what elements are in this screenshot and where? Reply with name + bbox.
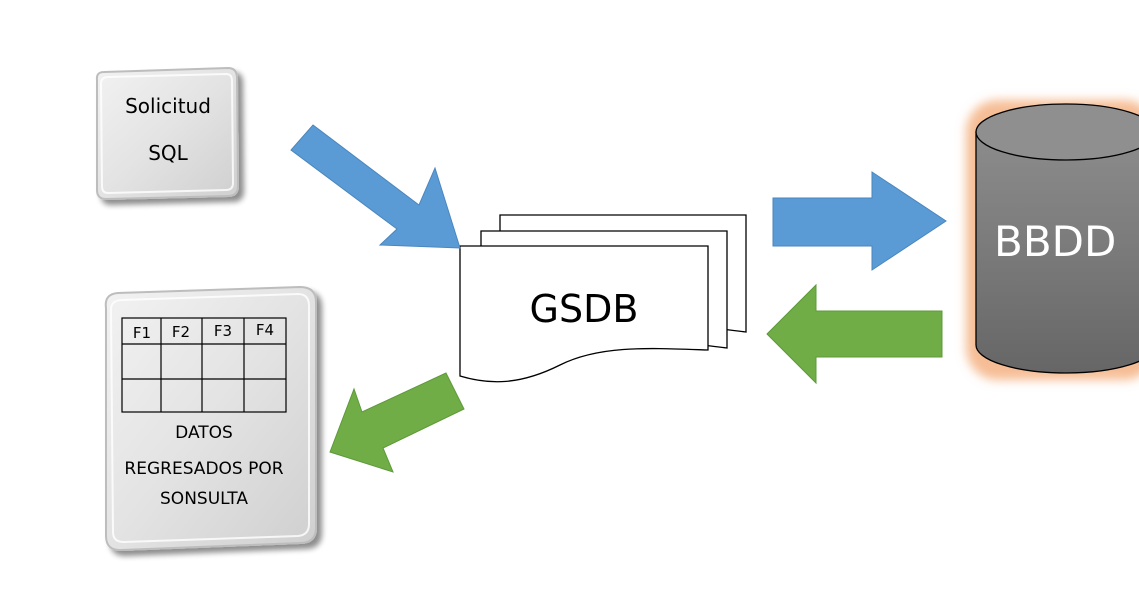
arrow-gsdb-to-bbdd <box>772 171 947 271</box>
result-caption-line1: DATOS <box>175 423 233 443</box>
arrow-request-to-gsdb <box>290 124 461 249</box>
database-cylinder <box>975 103 1139 374</box>
arrow-gsdb-to-result <box>329 372 465 473</box>
result-card <box>104 285 317 552</box>
arrow-bbdd-to-gsdb <box>766 283 943 385</box>
result-table <box>121 317 287 413</box>
result-caption-line3: SONSULTA <box>160 489 248 509</box>
table-header-f4: F4 <box>256 321 274 339</box>
request-card-line1: Solicitud <box>125 94 211 118</box>
request-card <box>95 66 240 201</box>
gsdb-documents <box>459 214 747 383</box>
result-caption-line2: REGRESADOS POR <box>124 459 283 479</box>
request-card-line2: SQL <box>148 141 188 165</box>
table-header-f2: F2 <box>172 323 190 341</box>
gsdb-label: GSDB <box>530 287 639 331</box>
database-label: BBDD <box>994 217 1116 266</box>
table-header-f1: F1 <box>133 324 151 342</box>
table-header-f3: F3 <box>214 322 232 340</box>
